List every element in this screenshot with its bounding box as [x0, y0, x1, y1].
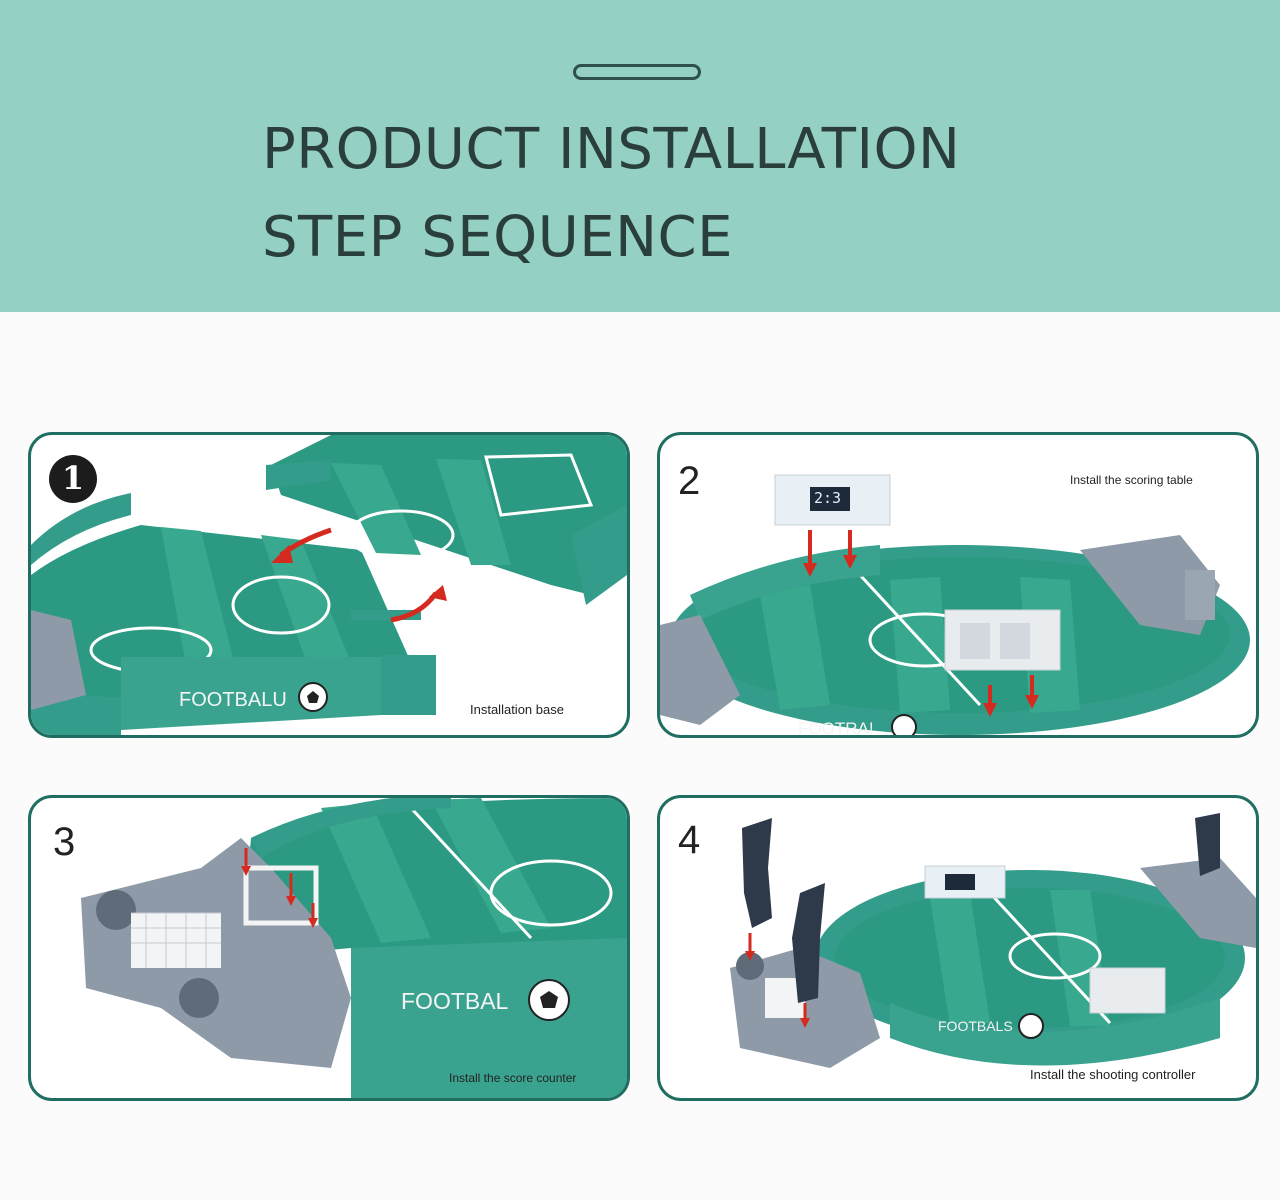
step-1-brand-label: FOOTBALU: [179, 689, 287, 711]
step-4-number: 4: [678, 818, 701, 862]
step-4-panel: 4 FOOTBALS Install the shooting controll…: [657, 795, 1259, 1101]
step-2-brand-label: FOOTRA!: [798, 719, 874, 738]
step-4-illustration: [730, 813, 1256, 1068]
page-title-line1: PRODUCT INSTALLATION: [262, 117, 961, 182]
step-4-brand-label: FOOTBALS: [938, 1018, 1013, 1034]
header-banner: PRODUCT INSTALLATION STEP SEQUENCE: [0, 0, 1280, 312]
step-2-caption: Install the scoring table: [1070, 473, 1193, 487]
step-1-number-badge: 1: [49, 455, 97, 503]
decorative-pill: [573, 64, 701, 80]
step-1-panel: 1 FOOTBALU Installation base: [28, 432, 630, 738]
step-3-illustration: [81, 798, 627, 1098]
step-2-number: 2: [678, 459, 701, 503]
step-3-number: 3: [53, 820, 76, 864]
step-2-panel: 2 2:3 FOOTRA! Install the scoring table: [657, 432, 1259, 738]
step-3-caption: Install the score counter: [449, 1071, 577, 1085]
step-3-panel: 3 FOOTBAL Install the score counter: [28, 795, 630, 1101]
step-2-illustration: [660, 474, 1250, 735]
step-1-illustration: [31, 435, 627, 735]
page-title-line2: STEP SEQUENCE: [262, 205, 733, 270]
step-3-brand-label: FOOTBAL: [401, 988, 509, 1014]
step-2-scoreboard-digits: 2:3: [814, 489, 842, 507]
step-1-caption: Installation base: [470, 702, 564, 717]
step-4-caption: Install the shooting controller: [1026, 1067, 1200, 1082]
